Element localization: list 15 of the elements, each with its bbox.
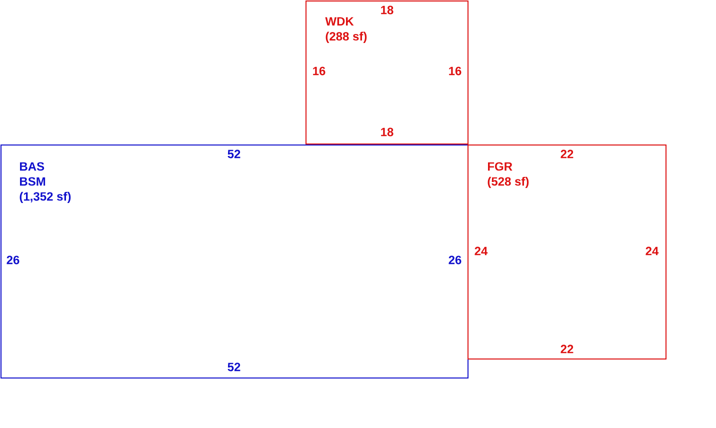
dimension-label: 52	[228, 150, 240, 158]
dimension-label: 16	[313, 66, 326, 76]
dimension-label: 18	[381, 6, 394, 14]
dimension-label: 22	[560, 344, 574, 354]
room-label: FGR (528 sf)	[488, 162, 529, 188]
dimension-label: 26	[448, 256, 462, 264]
dimension-label: 52	[228, 362, 240, 372]
dimension-label: 18	[381, 128, 394, 136]
room-label: BAS BSM (1,352 sf)	[20, 162, 71, 204]
dimension-label: 24	[474, 246, 488, 256]
dimension-label: 24	[646, 246, 659, 256]
dimension-label: 16	[449, 66, 462, 76]
room-label: WDK (288 sf)	[325, 17, 367, 43]
dimension-label: 26	[6, 256, 20, 264]
dimension-label: 22	[560, 150, 574, 158]
